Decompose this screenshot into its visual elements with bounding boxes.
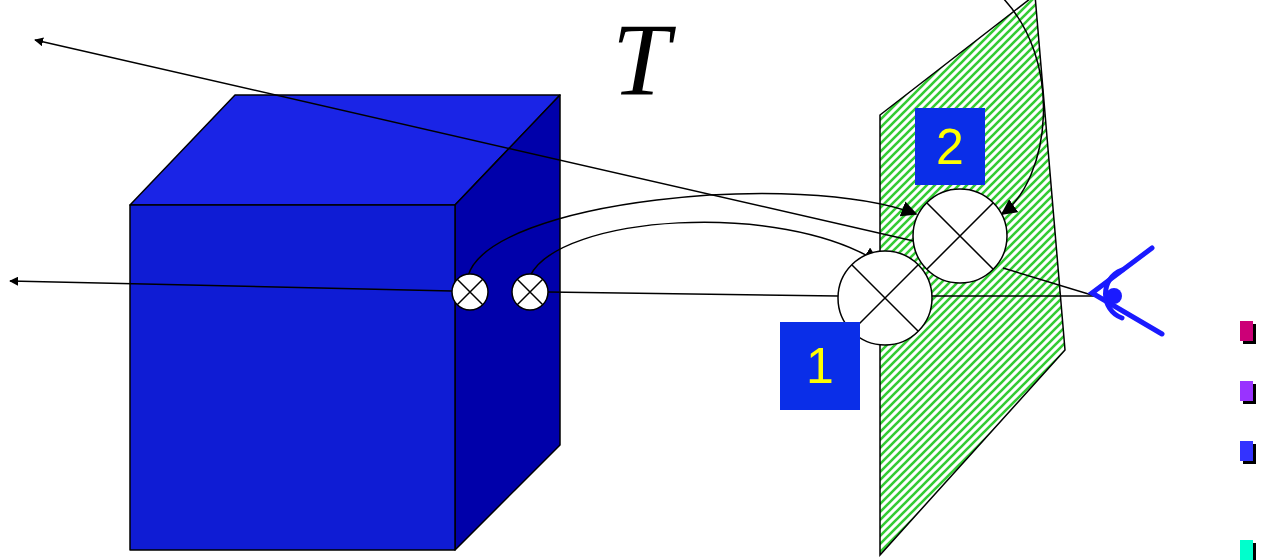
callout-box: 1 (780, 322, 860, 410)
eye-symbol (1092, 248, 1162, 334)
transform-label: T (612, 8, 670, 112)
sample-points (452, 189, 1007, 345)
bullet-marks (1240, 321, 1256, 560)
callout-number: 1 (806, 341, 834, 391)
cube (130, 95, 560, 550)
rays (10, 40, 1095, 296)
callout-number: 2 (936, 122, 964, 172)
callout-box: 2 (915, 108, 985, 185)
